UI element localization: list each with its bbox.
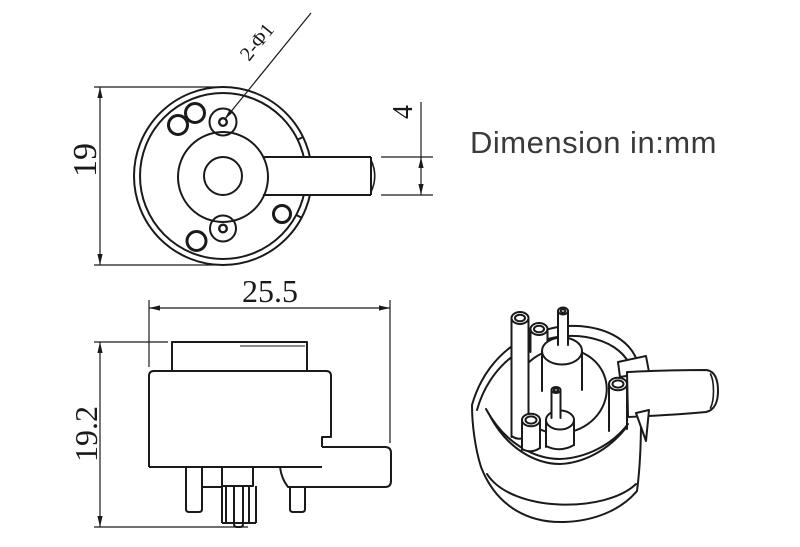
right-pin-bore	[611, 379, 625, 389]
top-pin-fill	[558, 311, 568, 345]
dimension-label-19: 19	[67, 143, 104, 177]
front-left-pin-fill	[522, 420, 540, 450]
arrowhead-leader	[224, 109, 234, 120]
arrowhead	[97, 342, 103, 353]
tall-pin-bore	[514, 313, 526, 323]
body-outline	[148, 370, 332, 467]
front-pin-fill	[551, 390, 561, 418]
top-pin-bore	[559, 308, 567, 314]
rim-notch-spike	[635, 409, 650, 442]
rim-break-upper	[297, 136, 304, 141]
pin-hole-bottom-center	[217, 223, 228, 234]
arrowhead	[97, 516, 103, 527]
right-pin-fill	[609, 384, 627, 431]
center-block	[222, 467, 254, 487]
side-view-drawing	[148, 341, 392, 528]
center-hole	[203, 156, 243, 196]
arrowhead	[97, 87, 103, 98]
mount-hole-upper-left-2	[184, 102, 206, 124]
tube-mask	[270, 157, 371, 195]
front-left-pin-bore	[524, 415, 538, 425]
rim-front-arc-outer	[485, 408, 629, 460]
outlet-tube-side-view	[279, 446, 392, 488]
side-view-arrowheads	[97, 305, 390, 527]
pin-left	[185, 467, 203, 513]
center-cylinder-sides	[541, 350, 583, 392]
mount-hole-lower-left	[185, 230, 208, 252]
pin-right	[289, 487, 306, 513]
dimension-label-19-2: 19.2	[68, 406, 104, 462]
front-cylinder-base	[545, 444, 575, 451]
mount-hole-right	[272, 204, 292, 224]
arrowhead	[149, 305, 160, 311]
front-pin-sides	[550, 389, 562, 419]
outlet-tube-top-view	[263, 156, 372, 196]
inner-platform-circle	[177, 131, 269, 223]
pin-hole-top	[208, 107, 238, 137]
pin-hole-bottom	[209, 214, 237, 243]
front-pin-bore	[552, 387, 560, 393]
cup-bottom-inner-arc	[486, 473, 637, 506]
outlet-tube-3d	[626, 369, 719, 418]
side-view-dimensions	[94, 300, 391, 528]
top-view-dimensions	[94, 12, 433, 266]
arrowhead	[418, 184, 424, 195]
front-left-pin-base	[521, 447, 541, 453]
arrowhead	[379, 305, 390, 311]
front-left-pin-sides	[521, 419, 541, 451]
pin-back-bore	[533, 324, 545, 334]
tube-end-cap	[370, 159, 376, 193]
rim-front-arc-inner	[489, 415, 626, 465]
dimension-label-25-5: 25.5	[242, 273, 298, 309]
rim-break-lower	[295, 214, 303, 219]
pin-hole-top-center	[217, 116, 228, 127]
leader-line-holes	[224, 12, 312, 120]
dimension-label-4: 4	[388, 105, 419, 119]
mount-hole-upper-left-1	[167, 114, 189, 136]
front-cylinder-sides	[545, 419, 575, 448]
top-cap	[171, 341, 308, 371]
top-pin-sides	[557, 310, 569, 346]
top-view-arrowheads	[97, 87, 424, 265]
isometric-view-drawing	[471, 306, 719, 524]
tall-pin-fill	[511, 318, 529, 437]
tube-opening-edge	[709, 373, 715, 409]
rim-inner-back-arc	[476, 334, 630, 411]
top-view-drawing	[133, 86, 376, 266]
center-lower-piece-edges	[225, 486, 257, 523]
units-note: Dimension in:mm	[470, 125, 717, 160]
arrowhead	[97, 254, 103, 265]
arrowhead	[418, 157, 424, 168]
